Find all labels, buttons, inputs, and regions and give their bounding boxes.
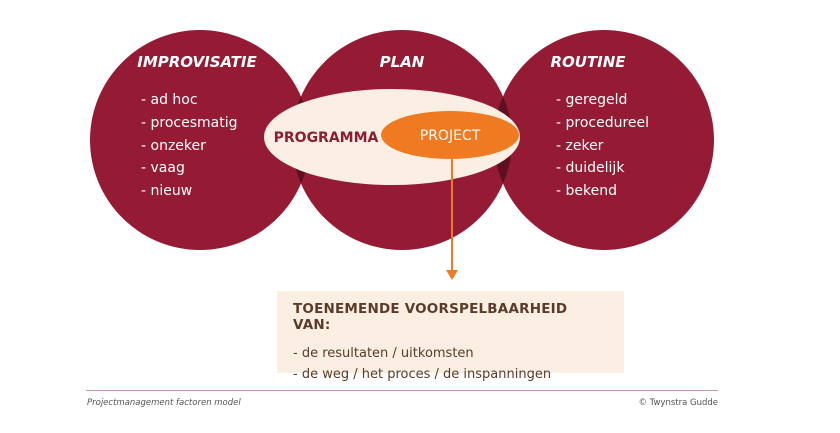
list-item: - procesmatig	[141, 115, 238, 131]
footer-copyright: © Twynstra Gudde	[638, 398, 718, 408]
project-ellipse	[381, 111, 519, 159]
circle-routine	[494, 30, 714, 250]
predictability-list: - de resultaten / uitkomsten - de weg / …	[293, 343, 608, 385]
list-item: - de resultaten / uitkomsten	[293, 346, 474, 361]
list-item: - de weg / het proces / de inspanningen	[293, 367, 552, 382]
list-item: - zeker	[556, 138, 604, 154]
footer-divider	[86, 390, 718, 391]
list-item: - procedureel	[556, 115, 649, 131]
project-label: PROJECT	[420, 128, 481, 144]
list-item: - vaag	[141, 160, 185, 176]
list-item: - nieuw	[141, 183, 192, 199]
list-item: - duidelijk	[556, 160, 625, 176]
circle-title-improvisatie: IMPROVISATIE	[137, 53, 257, 71]
predictability-box: TOENEMENDE VOORSPELBAARHEID VAN: - de re…	[277, 291, 624, 382]
circle-improvisatie	[90, 30, 310, 250]
list-item: - geregeld	[556, 92, 627, 108]
circle-title-plan: PLAN	[380, 53, 425, 71]
footer-caption: Projectmanagement factoren model	[87, 398, 241, 408]
arrow-head-icon	[446, 270, 458, 280]
predictability-heading: TOENEMENDE VOORSPELBAARHEID VAN:	[293, 301, 568, 333]
list-item: - ad hoc	[141, 92, 198, 108]
list-item: - onzeker	[141, 138, 206, 154]
programma-label: PROGRAMMA	[274, 130, 379, 146]
list-item: - bekend	[556, 183, 617, 199]
circle-title-routine: ROUTINE	[550, 53, 626, 71]
